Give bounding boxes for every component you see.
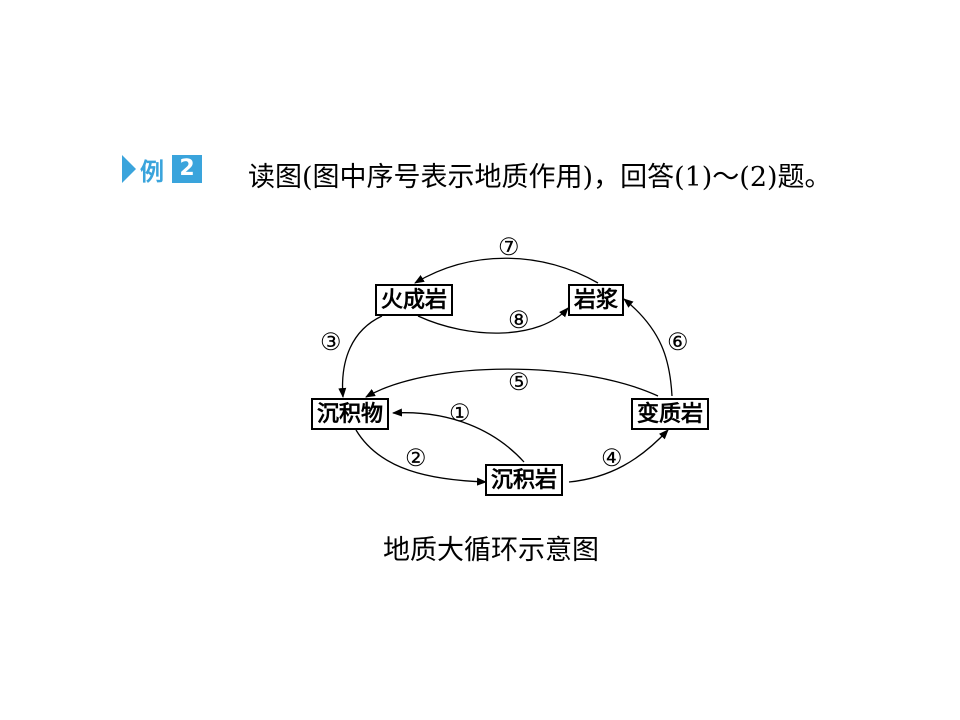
node-igneous-rock: 火成岩 [375,284,454,316]
arrow-5 [365,368,659,398]
process-label-8: ⑧ [508,306,530,334]
arrow-3 [338,315,383,398]
process-label-5: ⑤ [508,368,530,396]
arrow-6 [623,298,673,397]
arrow-7 [414,257,599,284]
node-magma: 岩浆 [568,284,625,316]
process-label-3: ③ [320,328,342,356]
node-sediment: 沉积物 [311,398,390,430]
diagram-caption: 地质大循环示意图 [383,535,599,566]
process-label-2: ② [405,444,427,472]
badge-arrow-icon [122,155,136,183]
node-sedimentary-rock: 沉积岩 [485,464,564,496]
arrow-2 [355,429,487,486]
process-label-6: ⑥ [667,328,689,356]
question-text: 读图(图中序号表示地质作用)，回答(1)～(2)题。 [248,162,832,193]
arrow-8 [417,307,569,334]
badge-number: 2 [172,155,202,183]
badge-label: 例 [140,157,164,186]
process-label-7: ⑦ [498,233,520,261]
process-label-4: ④ [601,444,623,472]
example-badge: 例 2 [122,154,202,186]
node-metamorphic-rock: 变质岩 [631,398,710,430]
process-label-1: ① [449,399,471,427]
arrow-1 [392,408,525,463]
arrow-4 [568,429,669,483]
